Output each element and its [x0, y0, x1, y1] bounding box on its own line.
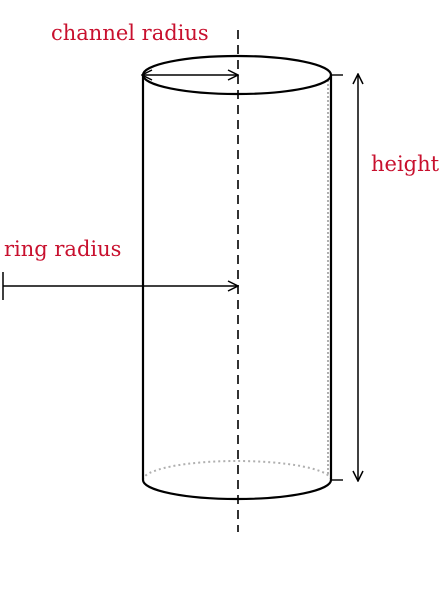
- height-label: height: [371, 152, 440, 176]
- channel-radius-label: channel radius: [51, 21, 209, 45]
- ring-radius-label: ring radius: [4, 237, 122, 261]
- bottom-ellipse-hidden-arc: [142, 460, 332, 481]
- bottom-ellipse-front-arc: [141, 479, 333, 501]
